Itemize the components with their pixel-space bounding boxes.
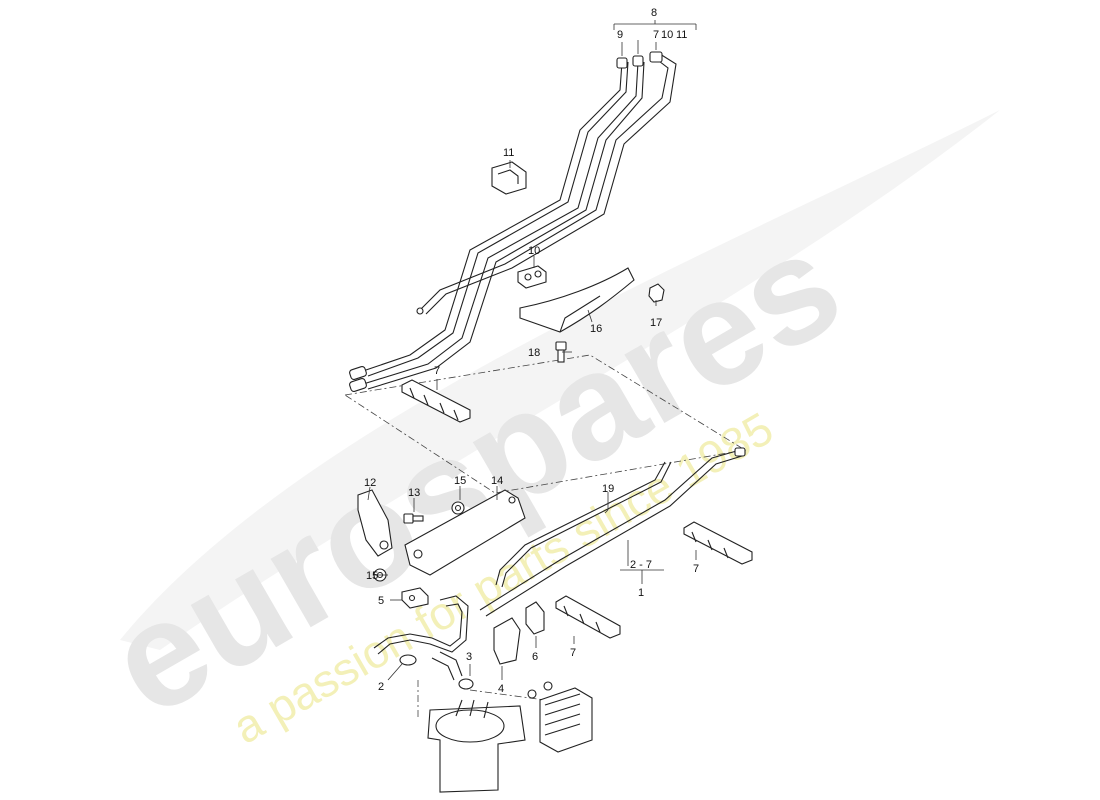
watermark-brand: eurospares [82,198,866,748]
fuel-cooler [527,681,593,753]
callout-15b: 15 [366,570,378,582]
hose-assembly [373,595,469,681]
callout-2-7: 2 - 7 [630,559,652,571]
leader-lines [367,20,697,681]
callout-7c: 7 [570,647,576,659]
clamp-strip-part-7-right [683,521,753,565]
callout-3: 3 [466,651,472,663]
watermark-swoosh [120,110,1000,650]
clip-part-11-upper [491,161,527,195]
callout-13: 13 [408,487,420,499]
callout-5: 5 [378,595,384,607]
nut-part-17 [648,283,665,303]
callout-14: 14 [491,475,503,487]
callout-7-top: 7 [653,29,659,41]
callout-1: 1 [638,587,644,599]
callout-15a: 15 [454,475,466,487]
callout-18: 18 [528,347,540,359]
bracket-part-14 [404,489,526,576]
clamp-strip-part-7-upper [401,379,471,423]
callout-7a: 7 [434,365,440,377]
callout-10: 10 [528,245,540,257]
callout-12: 12 [364,477,376,489]
watermark: eurospares a passion for parts since 198… [82,110,1000,754]
callout-19: 19 [602,483,614,495]
callout-11-top: 11 [676,29,687,41]
callout-17: 17 [650,317,662,329]
clip-part-5 [401,587,429,609]
callout-6: 6 [532,651,538,663]
hose-clamp-part-2 [399,654,417,666]
bolt-part-13 [403,513,424,524]
callout-16: 16 [590,323,602,335]
clip-part-4 [493,617,521,665]
clamp-strip-part-7-lower [555,595,621,639]
bolt-part-18 [555,341,567,363]
callout-9: 9 [617,29,623,41]
clip-part-10 [517,265,547,289]
bracket-part-12 [357,489,393,557]
callout-10-top: 10 [661,29,673,41]
clip-part-6 [525,601,545,635]
callout-4: 4 [498,683,504,695]
fuel-filter-housing [427,699,526,793]
hose-clamp-part-3 [458,678,474,690]
lower-fuel-lines [479,447,746,617]
callout-11: 11 [503,147,514,159]
heat-shield-part-16 [519,267,635,333]
fuel-line-bundle [349,51,677,392]
callout-labels: 8 9 7 10 11 11 10 17 16 18 7 12 13 15 14… [364,7,699,695]
nut-part-15-upper [451,501,465,515]
callout-7b: 7 [693,563,699,575]
callout-8: 8 [651,7,657,19]
callout-2: 2 [378,681,384,693]
